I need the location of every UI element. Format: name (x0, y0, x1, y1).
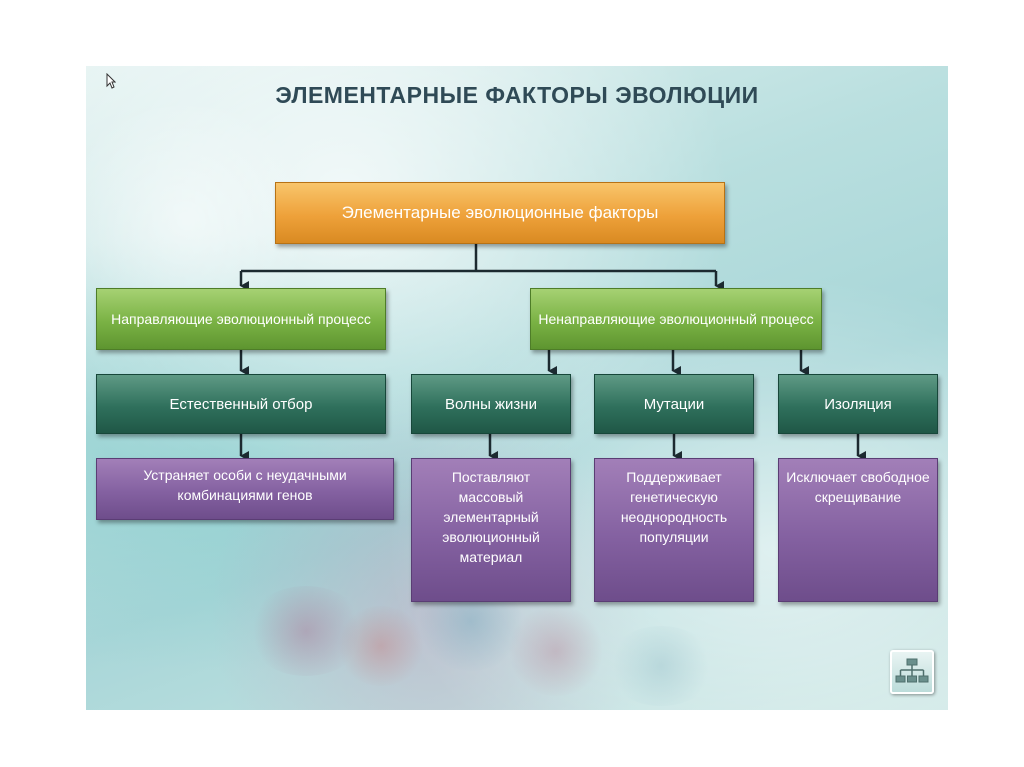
factor-label: Волны жизни (445, 395, 537, 413)
description-text: Исключает свободное скрещивание (786, 469, 930, 505)
description-text: Поддерживает генетическую неоднородность… (620, 469, 728, 545)
factor-natural-selection-box: Естественный отбор (96, 374, 386, 434)
hierarchy-nav-button[interactable] (890, 650, 934, 694)
factor-mutations-box: Мутации (594, 374, 754, 434)
background-blob (606, 626, 716, 706)
page-title: ЭЛЕМЕНТАРНЫЕ ФАКТОРЫ ЭВОЛЮЦИИ (275, 82, 759, 108)
factor-isolation-box: Изоляция (778, 374, 938, 434)
group-label: Направляющие эволюционный процесс (111, 311, 371, 327)
description-text: Поставляют массовый элементарный эволюци… (442, 469, 540, 565)
description-isolation-box: Исключает свободное скрещивание (778, 458, 938, 602)
background-blob (336, 606, 426, 686)
connector-lines (239, 244, 866, 461)
background-blob (246, 586, 366, 676)
background-blob (506, 606, 606, 696)
description-life-waves-box: Поставляют массовый элементарный эволюци… (411, 458, 571, 602)
description-natural-selection-box: Устраняет особи с неудачными комбинациям… (96, 458, 394, 520)
root-factors-box: Элементарные эволюционные факторы (275, 182, 725, 244)
factor-label: Изоляция (824, 395, 892, 413)
hierarchy-icon (895, 658, 929, 683)
description-text: Устраняет особи с неудачными комбинациям… (143, 467, 347, 503)
factor-label: Мутации (643, 395, 705, 413)
group-directing-box: Направляющие эволюционный процесс (96, 288, 386, 350)
factor-label: Естественный отбор (169, 395, 313, 413)
factor-life-waves-box: Волны жизни (411, 374, 571, 434)
root-label: Элементарные эволюционные факторы (341, 203, 659, 222)
cursor-icon (106, 73, 116, 89)
group-nondirecting-box: Ненаправляющие эволюционный процесс (530, 288, 822, 350)
slide: ЭЛЕМЕНТАРНЫЕ ФАКТОРЫ ЭВОЛЮЦИИ Элементарн… (86, 66, 948, 710)
description-mutations-box: Поддерживает генетическую неоднородность… (594, 458, 754, 602)
group-label: Ненаправляющие эволюционный процесс (538, 311, 814, 327)
